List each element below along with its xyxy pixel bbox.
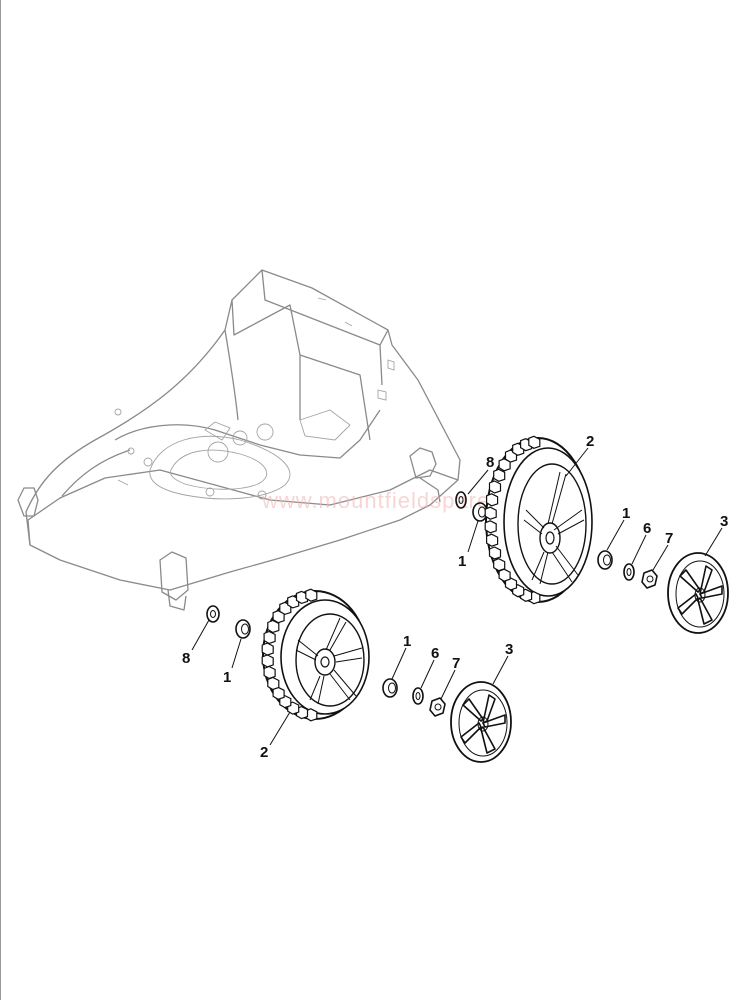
callout-labels: 8 1 2 1 6 7 3 8 1 2 1 6 7 3 (182, 433, 728, 761)
tread-block (263, 630, 276, 645)
bearing-1-rear-outer (597, 550, 613, 570)
tread-block (267, 676, 280, 691)
tread-block (488, 480, 502, 494)
mower-deck (17, 269, 461, 611)
bearing-1-front-outer (382, 678, 398, 698)
tread-block (263, 665, 276, 680)
callout-3-front: 3 (505, 641, 513, 658)
wheel-2-front (262, 590, 370, 720)
front-wheel-assembly (206, 590, 512, 763)
hubcap-3-rear (667, 552, 729, 634)
callout-1-rear-inner: 1 (458, 553, 466, 570)
callout-7-front: 7 (452, 655, 460, 672)
tread-block (486, 493, 499, 507)
callout-1-rear-outer: 1 (622, 505, 630, 522)
leader-lines (191, 447, 723, 746)
callout-2-rear: 2 (586, 433, 594, 450)
tread-block (493, 468, 506, 482)
hubcap-3-front (450, 681, 512, 763)
tread-block (488, 546, 502, 560)
left-border-line (0, 0, 1, 1000)
callout-2-front: 2 (260, 744, 268, 761)
callout-3-rear: 3 (720, 513, 728, 530)
nut-7-front (429, 697, 446, 717)
tread-block (498, 568, 511, 582)
washer-6-rear (623, 563, 635, 581)
tread-block (486, 533, 499, 547)
bearing-1-front-inner (235, 619, 251, 639)
washer-8-front (206, 605, 220, 623)
tread-block (261, 642, 274, 656)
tread-block (261, 654, 274, 668)
wheel-2-rear (485, 437, 593, 603)
callout-1-front-outer: 1 (403, 633, 411, 650)
tread-block (528, 435, 541, 449)
callout-6-front: 6 (431, 645, 439, 662)
tread-block (484, 506, 497, 520)
tread-block (305, 588, 318, 602)
callout-7-rear: 7 (665, 530, 673, 547)
nut-7-rear (641, 569, 658, 589)
tread-block (484, 520, 497, 534)
callout-6-rear: 6 (643, 520, 651, 537)
callout-1-front-inner: 1 (223, 669, 231, 686)
callout-8-front: 8 (182, 650, 190, 667)
rear-wheel-assembly (455, 437, 729, 634)
tread-block (493, 558, 506, 572)
callout-8-rear: 8 (486, 454, 494, 471)
washer-8-rear (455, 491, 467, 509)
washer-6-front (412, 687, 424, 705)
